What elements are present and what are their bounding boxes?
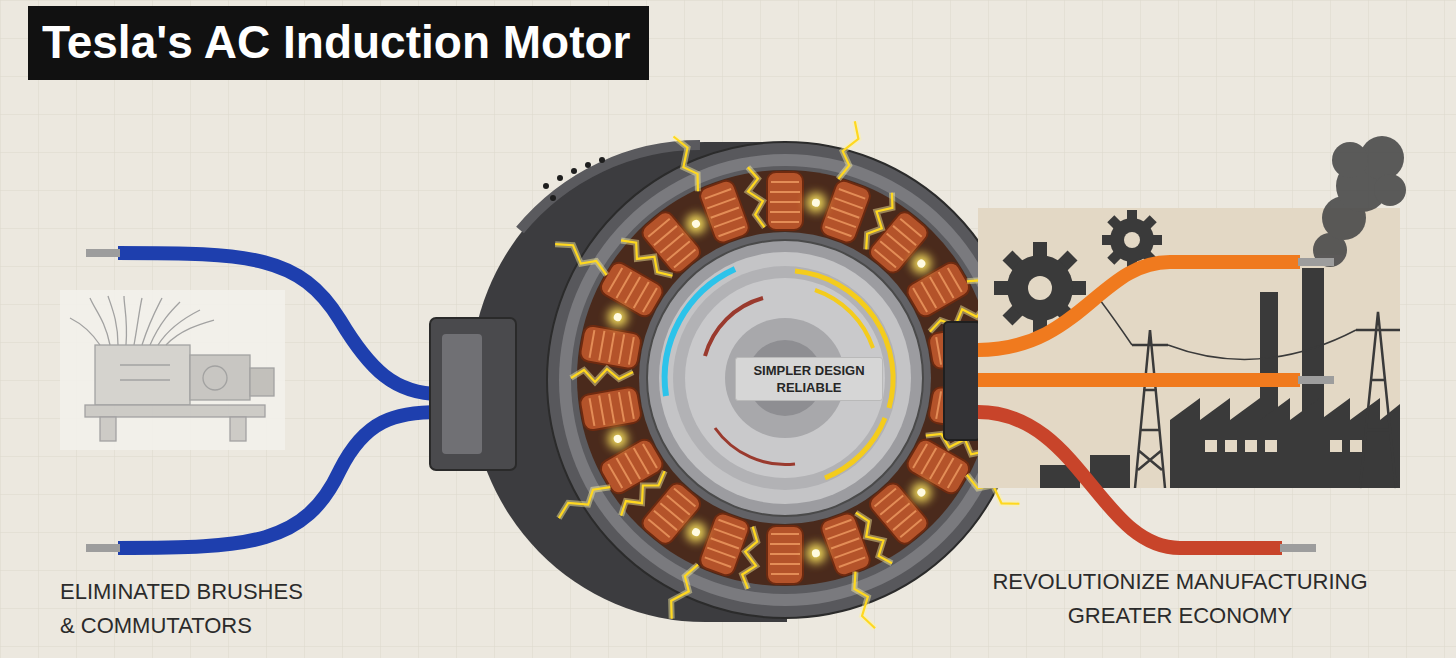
- caption-label: REVOLUTIONIZE MANUFACTURING GREATER ECON…: [978, 565, 1382, 633]
- title: Tesla's AC Induction Motor: [42, 13, 631, 71]
- title-banner: Tesla's AC Induction Motor: [28, 6, 649, 80]
- label-plate: SIMPLER DESIGN RELIABLE: [735, 357, 883, 401]
- caption-label: ELIMINATED BRUSHES & COMMUTATORS: [60, 575, 322, 643]
- node-label: SIMPLER DESIGN RELIABLE: [744, 362, 874, 396]
